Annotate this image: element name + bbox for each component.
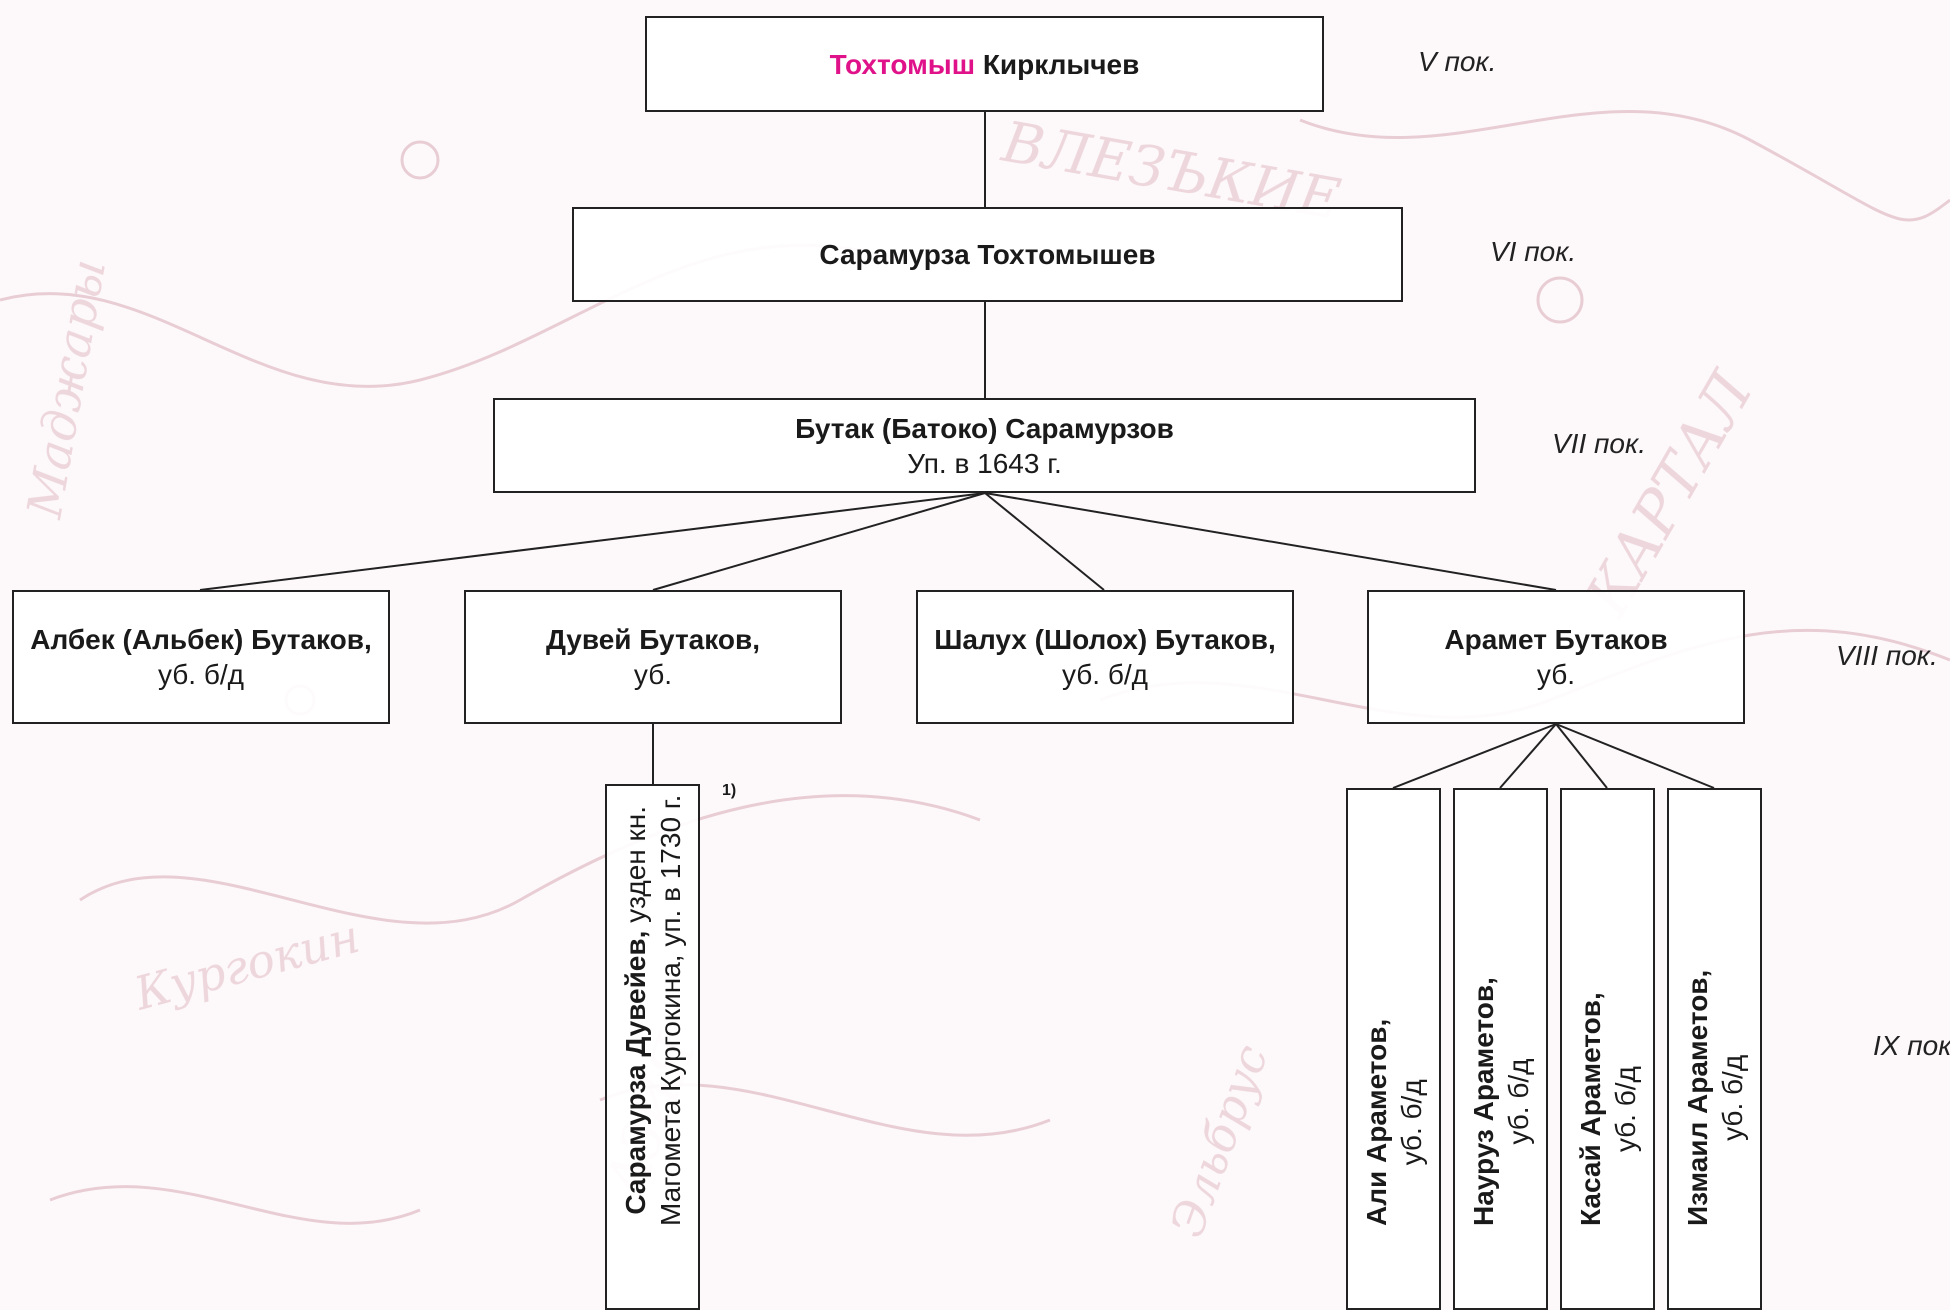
gen4-person-box-4: Арамет Бутаков уб. xyxy=(1367,590,1745,724)
root-first-name: Тохтомыш xyxy=(829,48,976,80)
gen5-aramet-son-text: Али Араметов, уб. б/д xyxy=(1359,1019,1429,1226)
gen4-name: Шалух (Шолох) Бутаков, xyxy=(934,624,1276,655)
connector-line xyxy=(984,492,1557,591)
gen5-aramet-son-box-4: Измаил Араметов, уб. б/д xyxy=(1667,788,1762,1310)
gen5-note: уб. б/д xyxy=(1395,1079,1427,1166)
generation-label-5: V пок. xyxy=(1418,46,1497,77)
gen5-aramet-son-box-2: Науруз Араметов, уб. б/д xyxy=(1453,788,1548,1310)
gen4-name: Арамет Бутаков xyxy=(1444,624,1668,655)
gen4-name: Дувей Бутаков, xyxy=(546,624,760,655)
gen3-note: Уп. в 1643 г. xyxy=(907,447,1062,479)
gen3-name: Бутак (Батоко) Сарамурзов xyxy=(795,412,1174,444)
gen4-note: уб. б/д xyxy=(157,659,245,690)
connector-line xyxy=(652,492,986,591)
generation-label-9: IX пок xyxy=(1873,1030,1950,1061)
gen2-name: Сарамурза Тохтомышев xyxy=(819,239,1156,270)
gen3-person-box: Бутак (Батоко) Сарамурзов Уп. в 1643 г. xyxy=(493,398,1476,493)
connector-line xyxy=(1555,723,1715,789)
gen5-aramet-son-box-1: Али Араметов, уб. б/д xyxy=(1346,788,1441,1310)
gen4-note: уб. xyxy=(1536,659,1576,690)
gen5-name: Сарамурза Дувейев, xyxy=(619,930,651,1215)
gen5-duvey-son-text: Сарамурза Дувейев, узден кн. Магомета Ку… xyxy=(618,795,688,1226)
connector-line xyxy=(199,492,986,591)
connector-line xyxy=(1555,723,1608,789)
connector-line xyxy=(1392,723,1557,789)
footnote-marker: 1) xyxy=(722,782,737,799)
gen2-person-box: Сарамурза Тохтомышев xyxy=(572,207,1403,302)
gen4-person-box-3: Шалух (Шолох) Бутаков, уб. б/д xyxy=(916,590,1294,724)
gen5-note: уб. б/д xyxy=(1609,1066,1641,1153)
root-last-name: Кирклычев xyxy=(982,48,1140,80)
gen5-name: Али Араметов, xyxy=(1360,1018,1392,1226)
gen5-name: Науруз Араметов, xyxy=(1467,977,1499,1226)
generation-label-7: VII пок. xyxy=(1552,428,1646,459)
generation-label-8: VIII пок. xyxy=(1836,640,1938,671)
gen5-note: уб. б/д xyxy=(1716,1054,1748,1141)
gen5-duvey-son-box: Сарамурза Дувейев, узден кн. Магомета Ку… xyxy=(605,784,700,1310)
gen4-person-box-1: Албек (Альбек) Бутаков, уб. б/д xyxy=(12,590,390,724)
root-person-box: Тохтомыш Кирклычев xyxy=(645,16,1324,112)
gen5-rest: узден кн. xyxy=(619,805,651,931)
generation-label-6: VI пок. xyxy=(1490,236,1577,267)
connector-line xyxy=(984,492,1105,591)
gen4-name: Албек (Альбек) Бутаков, xyxy=(30,624,372,655)
gen5-aramet-son-text: Измаил Араметов, уб. б/д xyxy=(1680,970,1750,1226)
gen5-note: уб. б/д xyxy=(1502,1058,1534,1145)
gen4-person-box-2: Дувей Бутаков, уб. xyxy=(464,590,842,724)
gen5-aramet-son-text: Касай Араметов, уб. б/д xyxy=(1573,992,1643,1226)
connector-line xyxy=(1499,723,1557,789)
gen5-name: Измаил Араметов, xyxy=(1681,969,1713,1226)
gen5-aramet-son-text: Науруз Араметов, уб. б/д xyxy=(1466,977,1536,1226)
gen5-aramet-son-box-3: Касай Араметов, уб. б/д xyxy=(1560,788,1655,1310)
gen5-name: Касай Араметов, xyxy=(1574,992,1606,1226)
gen5-line2: Магомета Кургокина, уп. в 1730 г. xyxy=(654,794,686,1226)
gen4-note: уб. б/д xyxy=(1061,659,1149,690)
gen4-note: уб. xyxy=(633,659,673,690)
